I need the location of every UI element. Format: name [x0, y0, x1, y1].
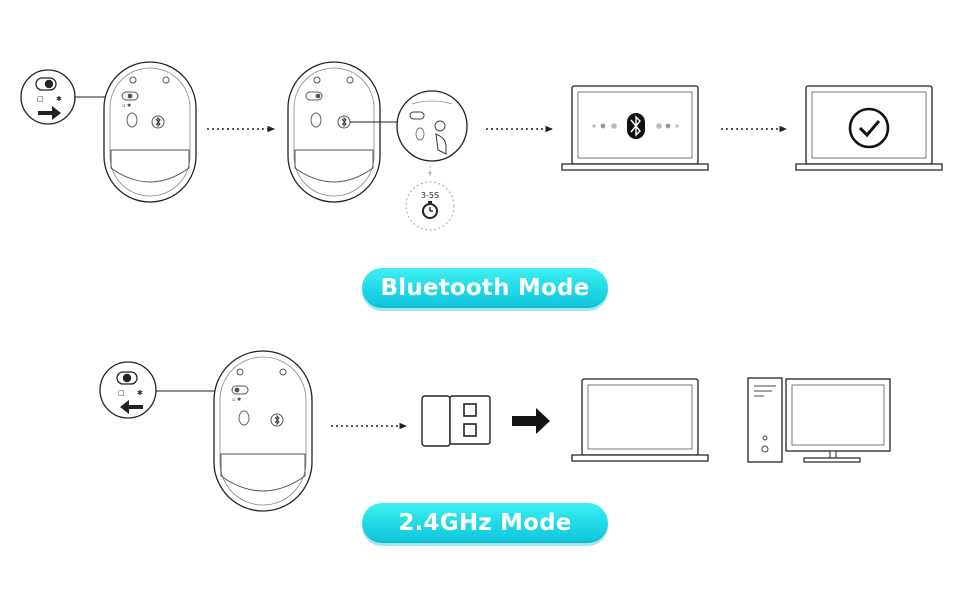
- 2-4ghz-mode-label: 2.4GHz Mode: [362, 503, 608, 543]
- svg-text:▫ ✱: ▫ ✱: [232, 397, 242, 403]
- mouse-bottom-bluetooth-2: [287, 61, 412, 203]
- laptop-pairing: [561, 85, 709, 171]
- bluetooth-pair-icon: [155, 116, 161, 128]
- mouse-bottom-2-4ghz: ▫ ✱: [213, 350, 313, 512]
- arrow-right-icon: [512, 408, 550, 434]
- laptop-2-4ghz: [571, 378, 709, 462]
- finger-press-icon: [435, 133, 447, 155]
- bluetooth-mode-label: Bluetooth Mode: [362, 268, 608, 308]
- bluetooth-symbol: ✱: [137, 389, 143, 397]
- svg-text:▫ ✱: ▫ ✱: [122, 103, 132, 109]
- bluetooth-pair-icon: [341, 116, 347, 128]
- hold-time-label: 3-5S: [421, 191, 439, 200]
- receiver-symbol: □: [37, 95, 44, 103]
- laptop-connected: [795, 85, 943, 171]
- bluetooth-icon: [627, 113, 645, 139]
- mouse-bottom-bluetooth-1: ▫ ✱: [103, 61, 197, 203]
- receiver-symbol: □: [118, 389, 125, 397]
- hold-timer: 3-5S: [405, 166, 455, 231]
- pair-button-zoom: [396, 90, 468, 162]
- checkmark-icon: [848, 107, 890, 149]
- bluetooth-symbol: ✱: [56, 95, 62, 103]
- desktop-computer: [747, 377, 891, 463]
- usb-receiver-icon: [421, 395, 491, 447]
- arrow-right-icon: [38, 106, 61, 120]
- arrow-left-icon: [120, 400, 143, 414]
